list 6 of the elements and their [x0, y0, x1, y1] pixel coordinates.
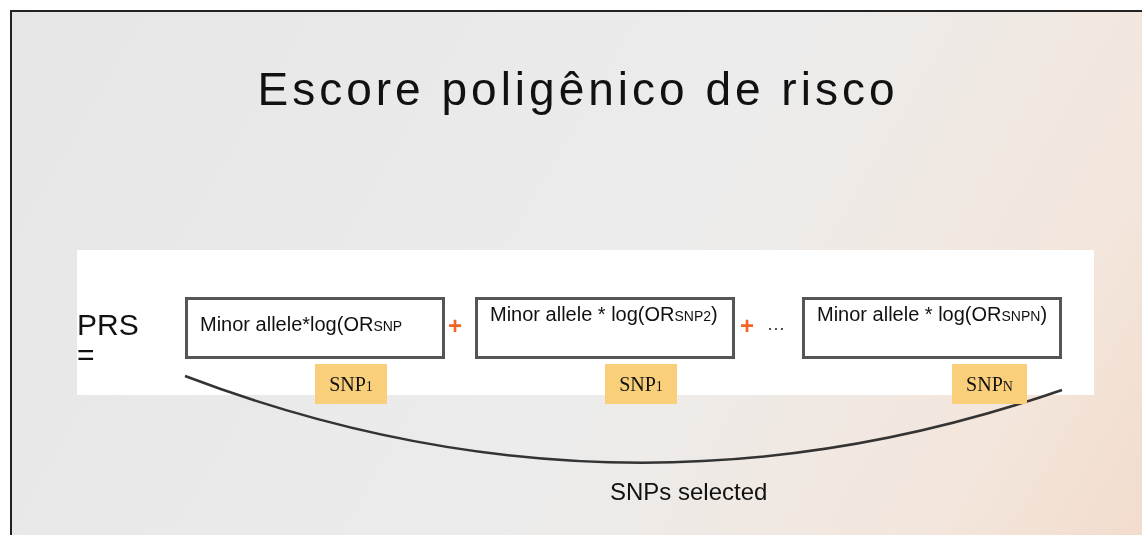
slide-title: Escore poligênico de risco: [256, 62, 900, 116]
ellipsis: ···: [767, 318, 785, 339]
formula-text: PRS =: [77, 310, 137, 370]
plus-sign: +: [448, 312, 462, 340]
bracket-label: SNPs selected: [610, 478, 768, 506]
plus-sign: +: [740, 312, 754, 340]
